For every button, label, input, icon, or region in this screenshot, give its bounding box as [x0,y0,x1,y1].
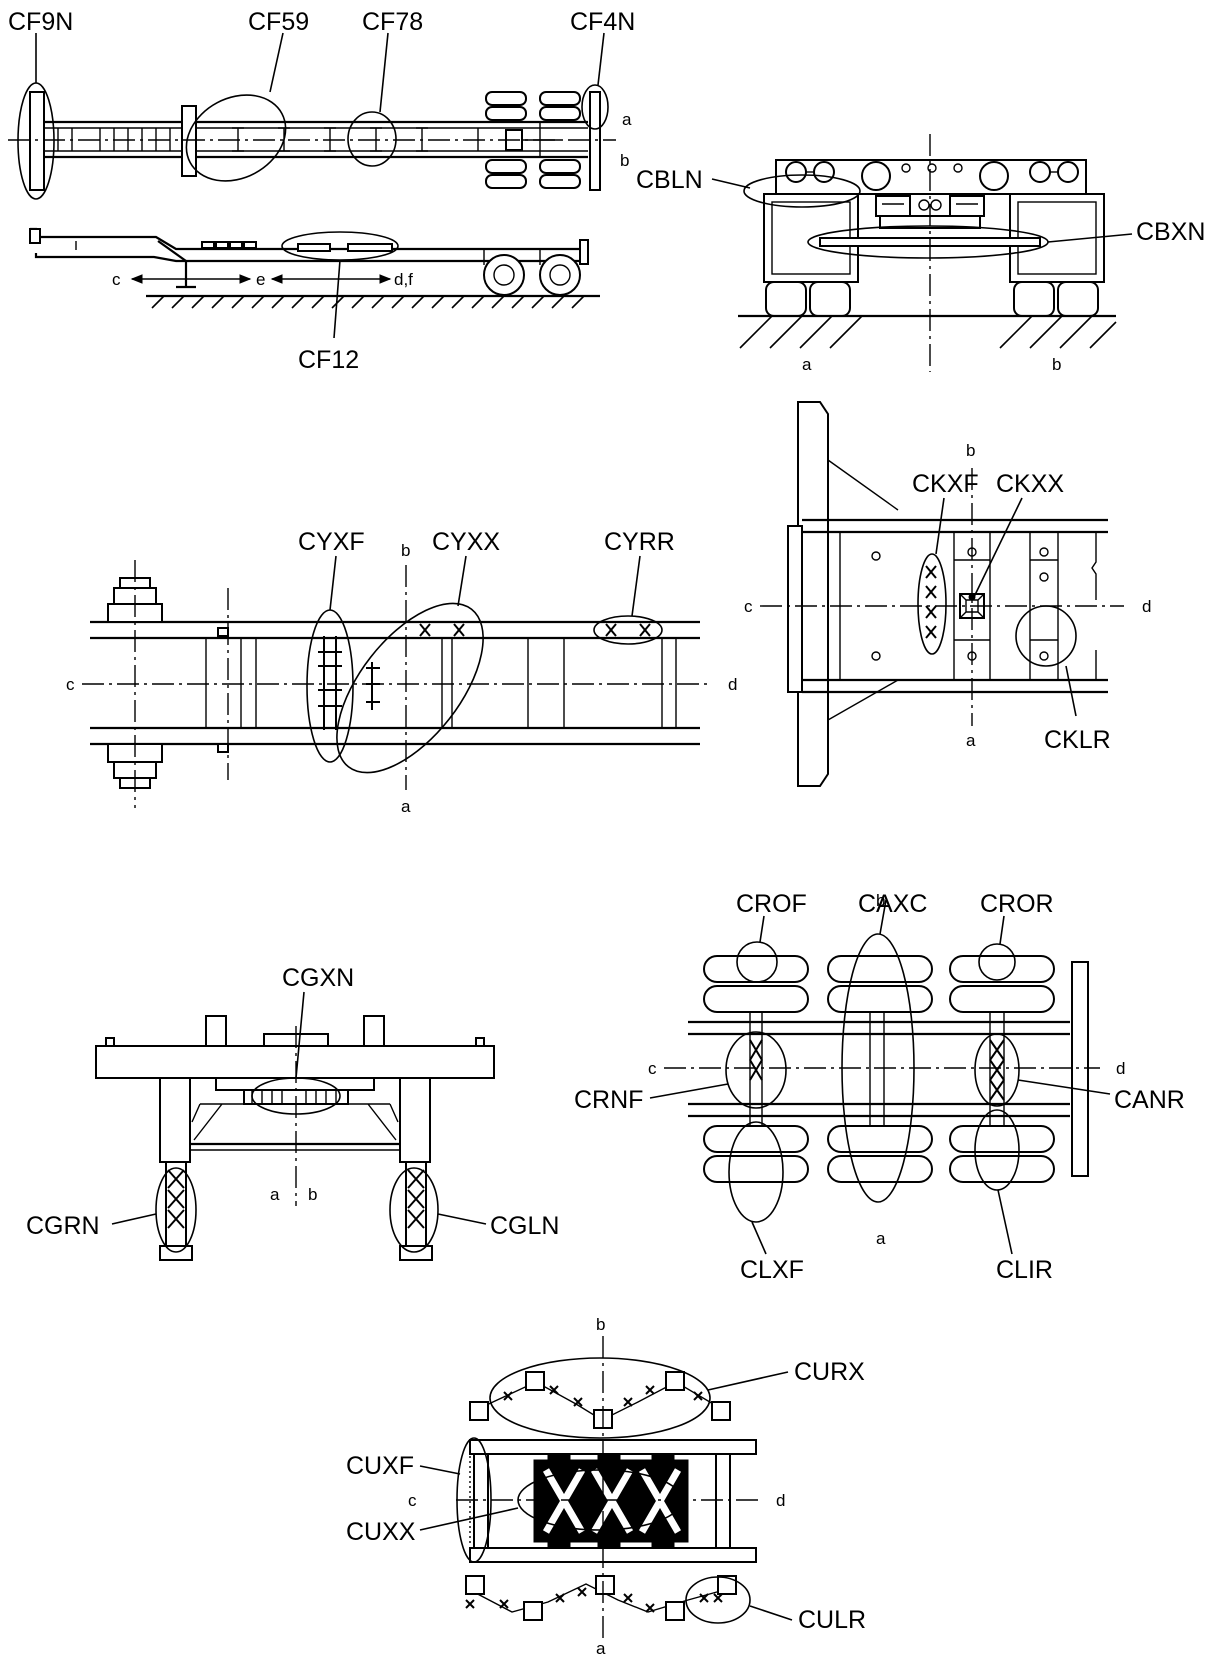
label-cbln: CBLN [636,166,703,194]
zone-caxc [841,933,915,1203]
front-end-plate [29,91,45,191]
zone-cf4n [581,84,609,130]
label-ckxf: CKXF [912,470,979,498]
axis-b-axle: b [876,891,885,910]
label-curx: CURX [794,1358,865,1386]
zone-cf78 [347,111,397,167]
axis-b-top: b [620,151,629,170]
weld-marks [318,636,380,730]
panel-frame-section-cy: c d b a CYXF CYXX CYRR [66,528,737,816]
zone-cf59 [185,94,287,182]
panel-chassis-side-view: c e d,f CF12 [29,227,600,374]
panel-gooseneck-cg: a b CGXN CGRN CGLN [26,964,559,1261]
axis-a-cy: a [401,797,411,816]
axis-a-top: a [622,110,632,129]
label-clir: CLIR [996,1256,1053,1284]
label-ckxx: CKXX [996,470,1064,498]
axis-c-cy: c [66,675,75,694]
label-cgrn: CGRN [26,1212,100,1240]
axis-d-ck: d [1142,597,1151,616]
label-cyxx: CYXX [432,528,500,556]
zone-clir [974,1109,1020,1191]
zone-cuxx [517,1469,683,1531]
axis-c-cu: c [408,1491,417,1510]
wheel-icon [483,254,581,296]
axis-c-side: c [112,270,121,289]
panel-axle-group: c d b a CROF CAXC CROR CRNF CANR CLXF CL… [574,890,1185,1284]
label-cuxx: CUXX [346,1518,416,1546]
zone-cyrr [593,615,663,645]
zone-cyxx [336,602,484,774]
label-cbxn: CBXN [1136,218,1205,246]
zone-cyxf [306,609,354,763]
axis-d-cu: d [776,1491,785,1510]
zone-cror [978,943,1016,981]
zone-cklr [1015,605,1077,667]
label-cklr: CKLR [1044,726,1111,754]
label-cf12: CF12 [298,346,359,374]
axis-c-axle: c [648,1059,657,1078]
top-deck-cg [95,1045,495,1079]
cross-marks-top-rail [419,623,651,637]
tyre-icon [485,91,581,189]
label-cf59: CF59 [248,8,309,36]
zone-cgrn [155,1167,197,1253]
axis-d-cy: d [728,675,737,694]
label-cyrr: CYRR [604,528,675,556]
label-caxc: CAXC [858,890,927,918]
axis-b-cu: b [596,1315,605,1334]
label-cyxf: CYXF [298,528,365,556]
label-cgln: CGLN [490,1212,559,1240]
axis-d-axle: d [1116,1059,1125,1078]
axis-b-ck: b [966,441,975,460]
axis-b-cg: b [308,1185,317,1204]
panel-rear-view: a b CBLN CBXN [636,134,1205,374]
label-cf78: CF78 [362,8,423,36]
zone-curx [489,1357,711,1439]
zone-crof [736,941,778,983]
axis-c-ck: c [744,597,753,616]
bolt-assembly-left [107,560,163,808]
axis-a-rear: a [802,355,812,374]
rear-bumper [589,91,601,191]
kingpin-block [181,105,197,177]
axis-a-ck: a [966,731,976,750]
label-cf4n: CF4N [570,8,635,36]
label-culr: CULR [798,1606,866,1634]
label-crnf: CRNF [574,1086,643,1114]
label-canr: CANR [1114,1086,1185,1114]
zone-ckxf [917,553,947,655]
label-clxf: CLXF [740,1256,804,1284]
frame-crossmember-icon [205,627,677,753]
axis-b-cy: b [401,541,410,560]
panel-front-frame-ck: c d b a CKXF CKXX CKLR [744,401,1151,787]
zone-cgln [389,1167,439,1253]
zone-crnf [725,1031,787,1109]
panel-chassis-top-view: CF9N CF59 CF78 CF4N a b [8,8,635,200]
label-cf9n: CF9N [8,8,73,36]
zone-clxf [728,1121,784,1223]
label-cuxf: CUXF [346,1452,414,1480]
front-plate-ck [797,401,829,787]
zone-cuxf [456,1437,492,1563]
label-cror: CROR [980,890,1054,918]
centre-crossbracing-block [533,1453,689,1549]
axis-df-side: d,f [394,270,413,289]
axis-a-axle: a [876,1229,886,1248]
axis-e-side: e [256,270,265,289]
ground-hatch [151,295,585,309]
label-crof: CROF [736,890,807,918]
support-leg-icon [157,240,196,289]
zone-cbln [743,174,861,208]
label-cgxn: CGXN [282,964,354,992]
cross-marks-ckxf [925,565,937,639]
axis-b-rear: b [1052,355,1061,374]
panel-underframe-cu: b a c d CURX CUXF CUXX CULR [346,1315,866,1654]
support-leg-icon [159,1077,433,1261]
axis-a-cu: a [596,1639,606,1654]
zone-canr [974,1033,1020,1107]
zone-culr [685,1576,751,1624]
axis-a-cg: a [270,1185,280,1204]
